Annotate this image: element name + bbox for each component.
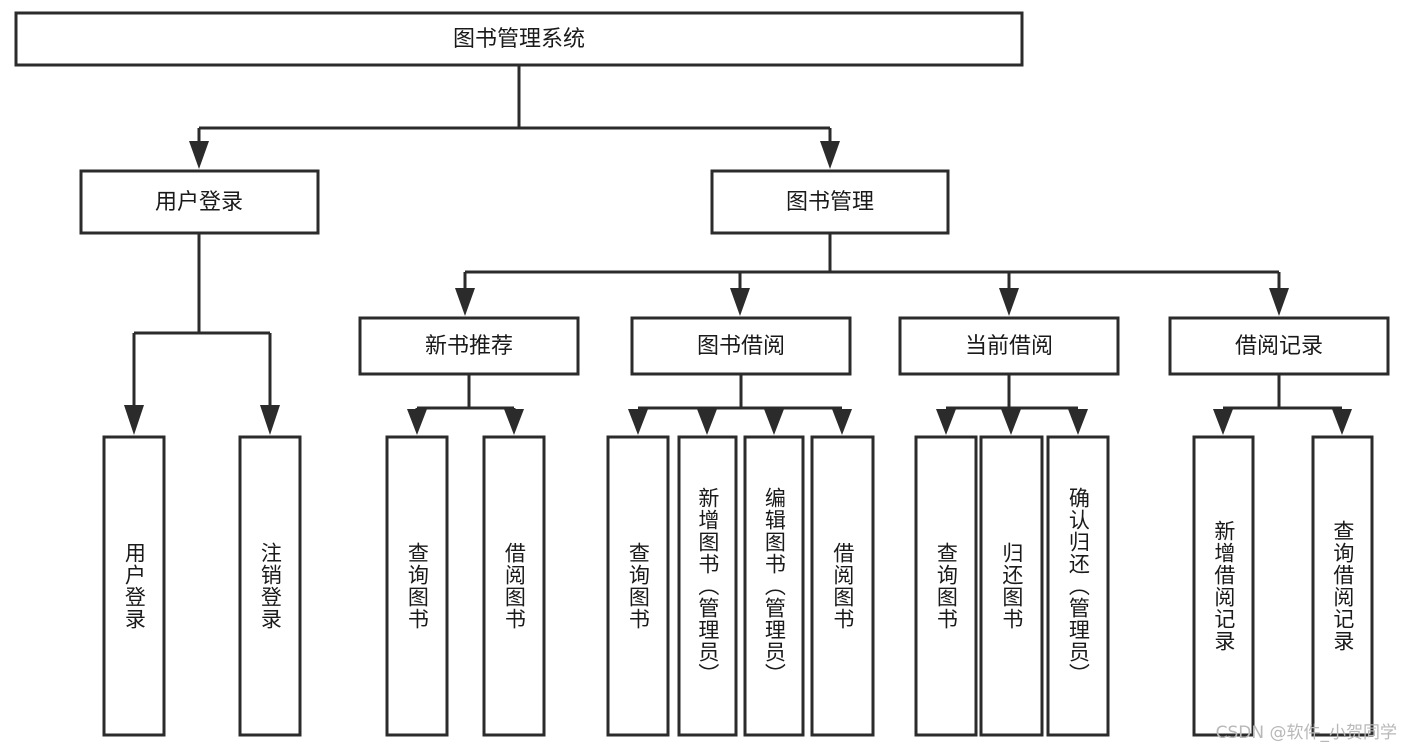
leaf-box[interactable] xyxy=(979,435,1044,737)
leaf-box[interactable] xyxy=(482,435,546,737)
arrow-head-current-leaf-3 xyxy=(1068,409,1088,435)
arrow-head-book-manage xyxy=(820,141,840,169)
leaf-box[interactable] xyxy=(385,435,449,737)
arrow-head-record-leaf-2 xyxy=(1332,409,1352,435)
leaf-box[interactable] xyxy=(1311,435,1374,737)
leaf-box[interactable] xyxy=(238,435,302,737)
node-current-borrow-box[interactable] xyxy=(898,316,1120,376)
node-book-manage-box[interactable] xyxy=(710,169,950,235)
node-book-borrow-box[interactable] xyxy=(630,316,852,376)
node-new-book-rec-box[interactable] xyxy=(358,316,580,376)
leaf-box[interactable] xyxy=(914,435,978,737)
leaf-box[interactable] xyxy=(102,435,166,737)
arrow-head-borrow-leaf-3 xyxy=(764,409,784,435)
horizontal-label-group: 图书管理系统 用户登录 图书管理 新书推荐 图书借阅 当前借阅 借阅记录 xyxy=(155,27,1323,359)
arrow-head-current-leaf-1 xyxy=(936,409,956,435)
arrow-head-leaf-logout xyxy=(260,405,280,435)
arrow-head-leaf-user-login xyxy=(124,405,144,435)
arrow-head-current-borrow xyxy=(999,288,1019,316)
arrow-head-borrow-leaf-2 xyxy=(697,409,717,435)
node-book-manage-label: 图书管理 xyxy=(786,190,874,215)
node-new-book-rec-label: 新书推荐 xyxy=(425,334,513,359)
leaf-box[interactable] xyxy=(606,435,670,737)
arrow-head-current-leaf-2 xyxy=(1001,409,1021,435)
node-user-login-label: 用户登录 xyxy=(155,190,243,215)
arrow-head-borrow-leaf-1 xyxy=(628,409,648,435)
leaf-box[interactable] xyxy=(743,435,805,737)
arrow-head-newbook-leaf-2 xyxy=(504,409,524,435)
leaf-box[interactable] xyxy=(677,435,738,737)
node-borrow-record-label: 借阅记录 xyxy=(1235,334,1323,359)
arrow-head-new-book-rec xyxy=(455,288,475,316)
leaf-box[interactable] xyxy=(810,435,875,737)
node-user-login-box[interactable] xyxy=(79,169,320,235)
watermark-text: CSDN @软件_小贺同学 xyxy=(1215,723,1397,743)
node-current-borrow-label: 当前借阅 xyxy=(965,334,1053,359)
leaf-box[interactable] xyxy=(1192,435,1255,737)
leaf-box[interactable] xyxy=(1046,435,1110,737)
node-root-label: 图书管理系统 xyxy=(453,27,585,52)
arrow-head-book-borrow xyxy=(730,288,750,316)
arrow-head-borrow-record xyxy=(1269,288,1289,316)
arrow-head-newbook-leaf-1 xyxy=(407,409,427,435)
node-book-borrow-label: 图书借阅 xyxy=(697,334,785,359)
arrow-head-borrow-leaf-4 xyxy=(832,409,852,435)
node-borrow-record-box[interactable] xyxy=(1168,316,1390,376)
arrow-head-user-login xyxy=(189,141,209,169)
connector-group xyxy=(124,65,1352,435)
arrow-head-record-leaf-1 xyxy=(1213,409,1233,435)
box-group xyxy=(14,11,1390,737)
node-root-box[interactable] xyxy=(14,11,1024,67)
